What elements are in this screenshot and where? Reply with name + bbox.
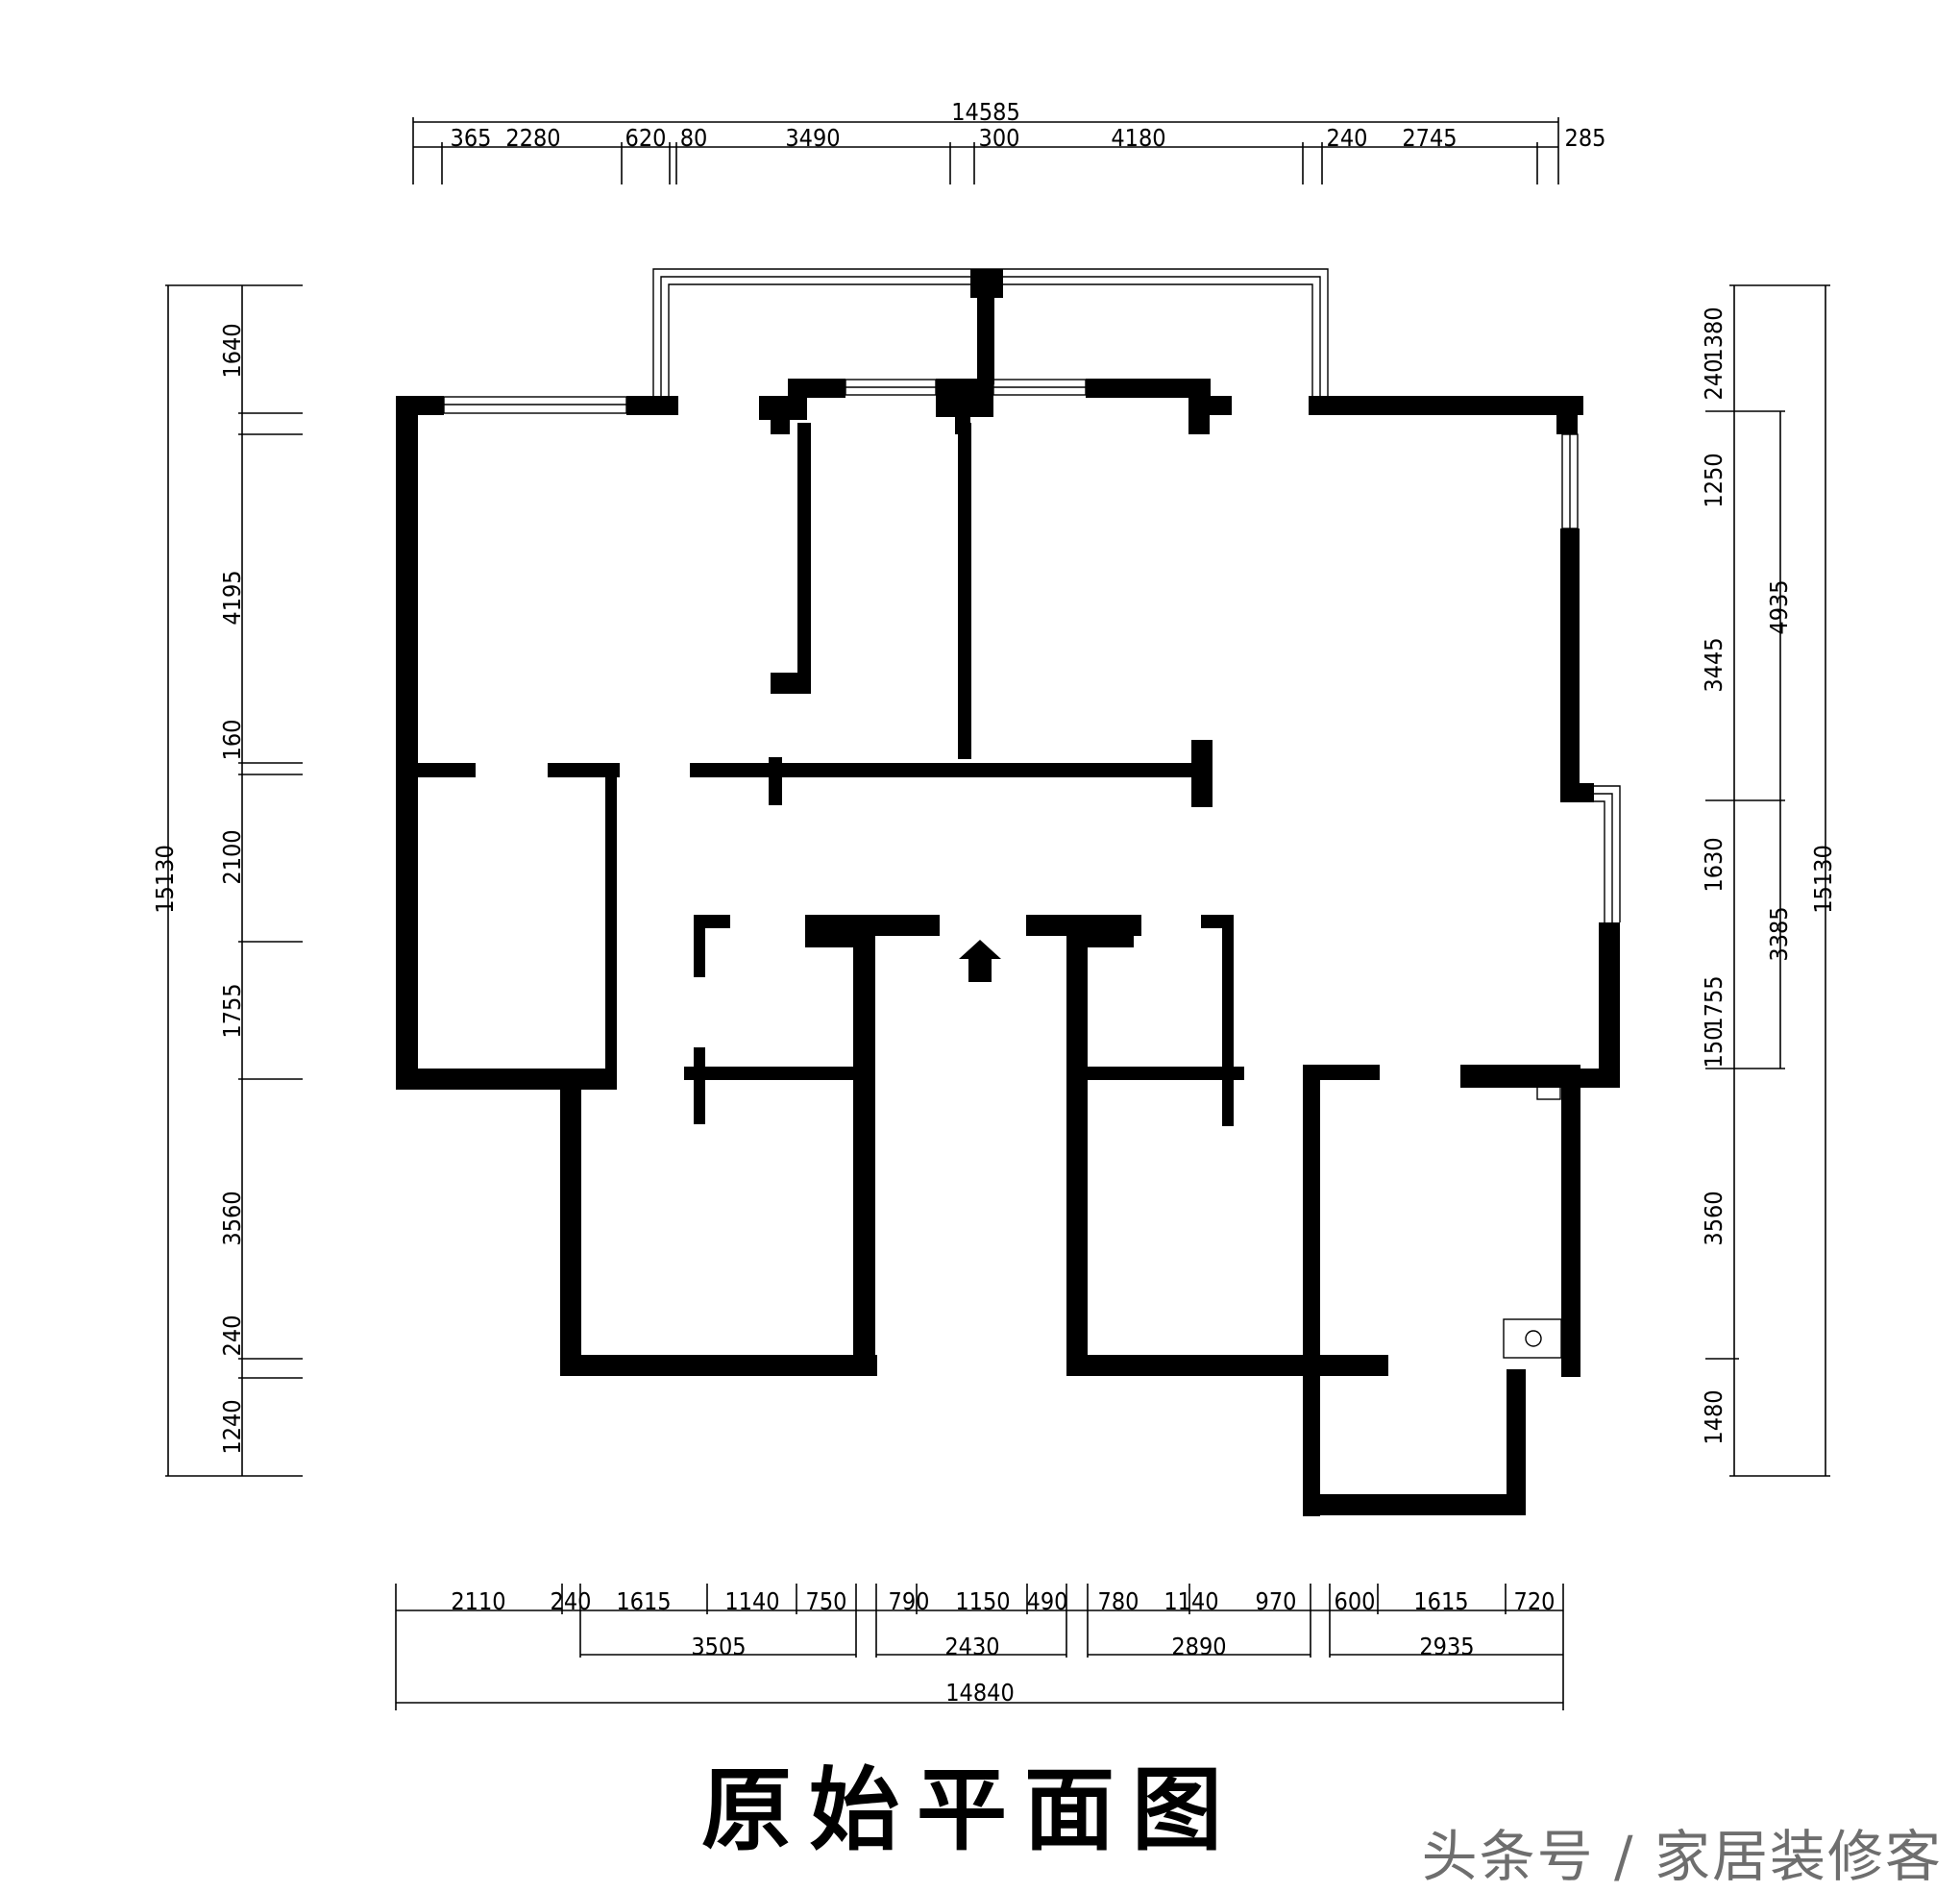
left-seg-label: 2100 <box>218 829 246 884</box>
right-seg-label: 1630 <box>1700 837 1727 892</box>
bottom-sub-label: 3505 <box>691 1633 746 1660</box>
right-seg-label: 3445 <box>1700 637 1727 692</box>
top-seg-label: 3490 <box>785 124 840 152</box>
top-seg-label: 365 <box>451 124 492 152</box>
bottom-seg-label: 1140 <box>724 1587 779 1615</box>
left-seg-label: 160 <box>218 720 246 761</box>
entrance-arrow-icon <box>959 940 1001 982</box>
right-seg-label: 240 <box>1700 359 1727 401</box>
bottom-seg-label: 780 <box>1098 1587 1139 1615</box>
bottom-seg-label: 790 <box>889 1587 930 1615</box>
bottom-seg-label: 1615 <box>616 1587 671 1615</box>
bottom-dimension-chain: 2110 240 1615 1140 750 790 1150 490 780 … <box>395 1584 1564 1710</box>
top-seg-label: 300 <box>979 124 1020 152</box>
walls <box>396 269 1620 1516</box>
bottom-sub-label: 2430 <box>944 1633 999 1660</box>
watermark: 头条号 / 家居装修客 <box>1421 1824 1943 1889</box>
bottom-sub-label: 2890 <box>1171 1633 1226 1660</box>
right-dimension-chain: 15130 240 1380 1250 3445 1630 150 1755 3… <box>1700 284 1837 1477</box>
top-seg-label: 2745 <box>1402 124 1457 152</box>
top-seg-label: 285 <box>1565 124 1606 152</box>
bottom-seg-label: 2110 <box>451 1587 505 1615</box>
right-seg-label: 150 <box>1700 1027 1727 1069</box>
left-seg-label: 1755 <box>218 983 246 1038</box>
top-seg-label: 4180 <box>1111 124 1165 152</box>
left-seg-label: 240 <box>218 1315 246 1357</box>
left-seg-label: 3560 <box>218 1191 246 1245</box>
right-seg-label: 3560 <box>1700 1191 1727 1245</box>
bottom-seg-label: 600 <box>1335 1587 1376 1615</box>
top-seg-label: 620 <box>625 124 667 152</box>
right-seg-label: 1755 <box>1700 975 1727 1030</box>
right-total-label: 15130 <box>1809 845 1837 914</box>
top-dimension-chain: 14585 365 2280 620 80 3490 300 4180 240 … <box>412 98 1606 184</box>
top-total-label: 14585 <box>951 98 1020 126</box>
bottom-total-label: 14840 <box>945 1679 1015 1707</box>
windows <box>443 268 1621 1514</box>
top-seg-label: 80 <box>680 124 708 152</box>
left-dimension-chain: 15130 1640 4195 160 2100 1755 3560 240 1… <box>151 284 303 1477</box>
bottom-sub-label: 2935 <box>1419 1633 1474 1660</box>
bottom-seg-label: 720 <box>1514 1587 1556 1615</box>
right-inner-label: 4935 <box>1765 579 1793 634</box>
right-inner-label: 3385 <box>1765 906 1793 961</box>
bottom-seg-label: 1150 <box>955 1587 1010 1615</box>
right-seg-label: 1480 <box>1700 1389 1727 1444</box>
top-seg-label: 240 <box>1327 124 1368 152</box>
left-seg-label: 1240 <box>218 1399 246 1454</box>
right-seg-label: 1380 <box>1700 307 1727 361</box>
left-seg-label: 1640 <box>218 323 246 378</box>
left-total-label: 15130 <box>151 845 179 914</box>
bottom-seg-label: 240 <box>551 1587 592 1615</box>
left-seg-label: 4195 <box>218 570 246 625</box>
page-title: 原始平面图 <box>700 1758 1239 1863</box>
bottom-seg-label: 970 <box>1256 1587 1297 1615</box>
bottom-seg-label: 490 <box>1027 1587 1068 1615</box>
bottom-seg-label: 1615 <box>1413 1587 1468 1615</box>
bottom-seg-label: 1140 <box>1164 1587 1218 1615</box>
top-seg-label: 2280 <box>505 124 560 152</box>
bottom-seg-label: 750 <box>806 1587 847 1615</box>
right-seg-label: 1250 <box>1700 453 1727 507</box>
